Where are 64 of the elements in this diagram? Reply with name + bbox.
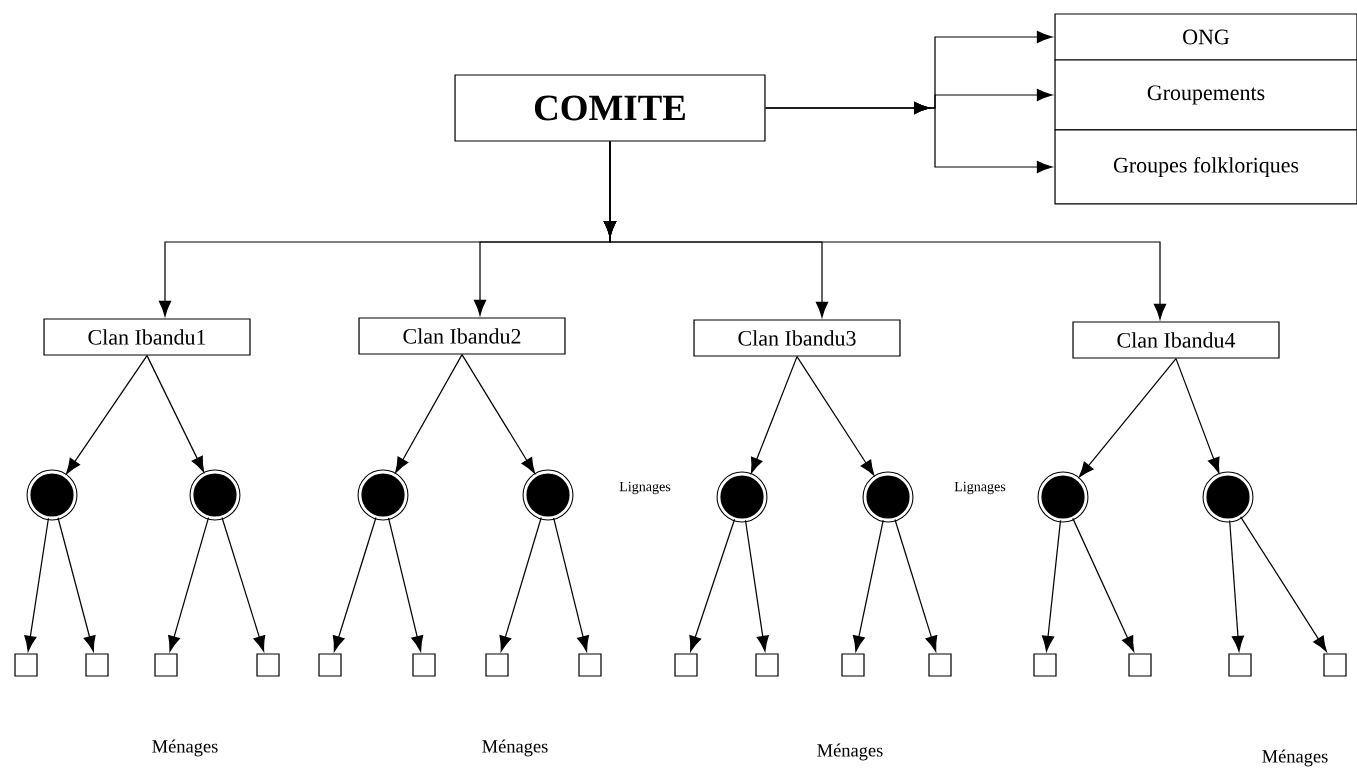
arrow (744, 519, 769, 652)
household-square (256, 653, 280, 677)
arrow (1175, 358, 1220, 474)
household-square (412, 653, 436, 677)
label: Ménages (817, 743, 883, 761)
household-square (14, 653, 38, 677)
label: Lignages (954, 481, 1006, 495)
lineage-circle (189, 469, 241, 521)
arrow (66, 355, 148, 475)
clan-box: Clan Ibandu2 (358, 317, 566, 355)
arrow (24, 517, 50, 652)
arrow (1240, 516, 1327, 652)
household-square (1228, 653, 1252, 677)
clan-box: Clan Ibandu4 (1072, 321, 1280, 359)
household-square (755, 653, 779, 677)
organization-box: ONG (1054, 13, 1357, 61)
lineage-circle (357, 469, 409, 521)
committee-box: COMITE (454, 74, 766, 142)
arrow (461, 354, 535, 474)
household-square (318, 653, 342, 677)
household-square (1323, 653, 1347, 677)
arrow (395, 354, 463, 473)
arrow (1041, 519, 1062, 652)
organization-box: Groupes folkloriques (1054, 129, 1357, 205)
organization-box: Groupements (1054, 59, 1357, 131)
arrow (1078, 358, 1177, 478)
arrow (852, 519, 884, 652)
arrow (387, 517, 424, 652)
arrow (750, 356, 798, 474)
clan-box: Clan Ibandu1 (43, 318, 251, 356)
household-square (1128, 653, 1152, 677)
household-square (154, 653, 178, 677)
arrow (1072, 517, 1135, 652)
household-square (928, 653, 952, 677)
label: Ménages (482, 739, 548, 757)
household-square (841, 653, 865, 677)
arrow (221, 516, 266, 652)
arrow (168, 517, 210, 652)
household-square (485, 653, 509, 677)
arrow (57, 517, 96, 652)
household-square (1033, 653, 1057, 677)
arrow (553, 517, 590, 652)
label: Ménages (1262, 749, 1328, 767)
household-square (674, 653, 698, 677)
arrow (689, 518, 736, 652)
arrow (332, 516, 377, 652)
clan-box: Clan Ibandu3 (693, 319, 901, 357)
arrow (1229, 519, 1245, 652)
lineage-circle (716, 471, 768, 523)
household-square (85, 653, 109, 677)
arrow (796, 356, 875, 476)
arrow (146, 355, 205, 473)
label: Ménages (152, 739, 218, 757)
lineage-circle (522, 469, 574, 521)
lineage-circle (1202, 471, 1254, 523)
arrow (764, 101, 1053, 174)
arrow (603, 141, 1167, 320)
label: Lignages (619, 481, 671, 495)
household-square (578, 653, 602, 677)
lineage-circle (1037, 471, 1089, 523)
lineage-circle (26, 469, 78, 521)
arrow (499, 516, 542, 652)
arrow (894, 518, 938, 652)
lineage-circle (862, 471, 914, 523)
